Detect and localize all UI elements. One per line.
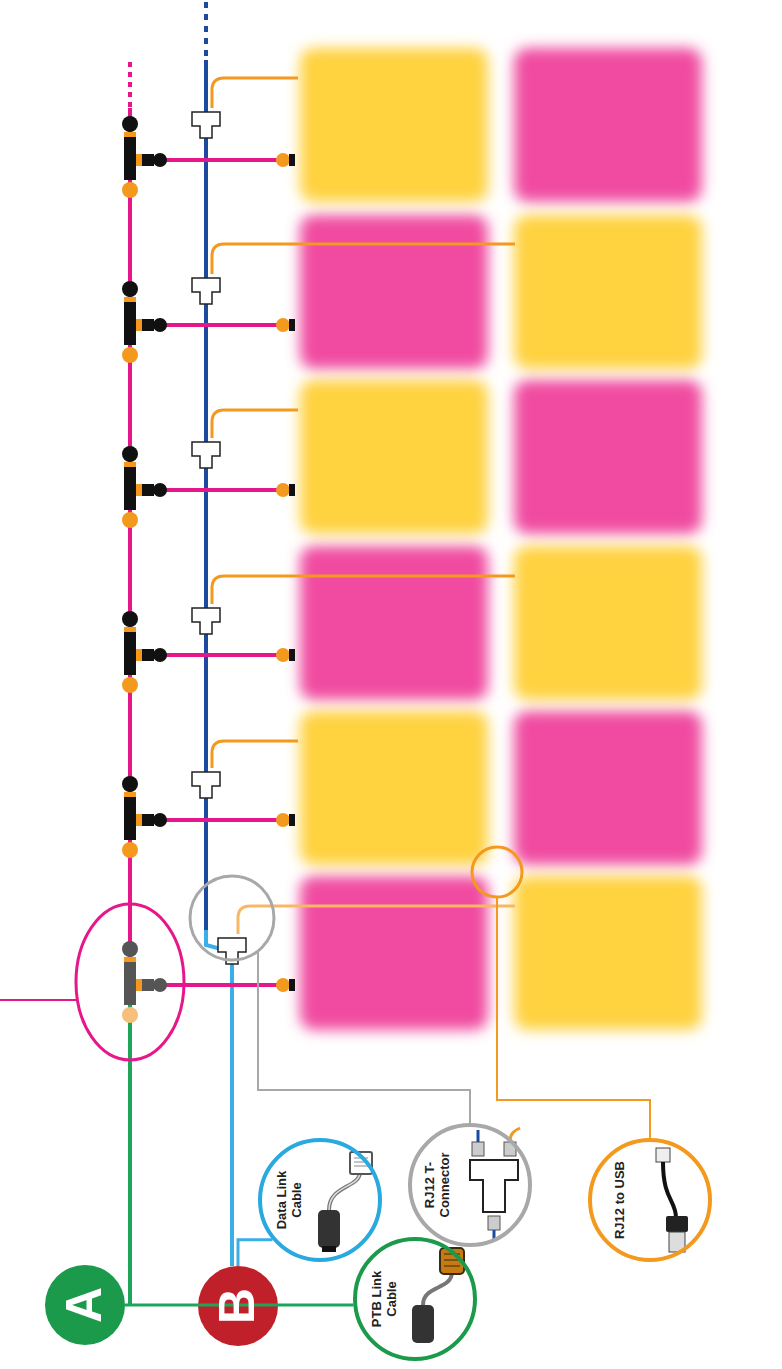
badge-letter: B — [209, 1276, 267, 1336]
callout-fill — [258, 1138, 382, 1262]
highlight-ring — [472, 847, 522, 897]
callout-fill — [353, 1237, 477, 1361]
callout-circle: Data Link Cable — [258, 1138, 382, 1262]
power-bus-continuation — [128, 62, 132, 108]
data-link-cable-icon — [318, 1152, 372, 1252]
callout-circle: RJ12 to USB — [588, 1138, 712, 1262]
highlight-ring — [76, 904, 184, 1060]
rj12-t-connector-icon — [470, 1128, 520, 1240]
callout-label: Data Link Cable — [275, 1158, 305, 1242]
badge-fill — [198, 1266, 278, 1346]
highlight-ring — [190, 876, 274, 960]
data-bus — [204, 60, 208, 930]
badge-circle: A — [45, 1265, 125, 1345]
badge-letter: A — [56, 1275, 114, 1335]
leader-connector — [238, 1240, 272, 1266]
data-bus-continuation — [204, 2, 208, 60]
ptb-link-cable-icon — [412, 1248, 464, 1343]
rj12-usb-cable-icon — [656, 1148, 688, 1252]
connector-rows — [122, 78, 515, 1023]
data-link-line — [206, 930, 232, 1266]
callout-fill — [408, 1123, 532, 1247]
leader-line — [258, 951, 470, 1123]
callout-circle: PTB Link Cable — [353, 1237, 477, 1361]
callout-label: PTB Link Cable — [370, 1257, 400, 1341]
leader-line — [497, 897, 650, 1138]
callout-fill — [588, 1138, 712, 1262]
badge-circle: B — [198, 1266, 278, 1346]
leader-line — [0, 999, 76, 1001]
callout-label: RJ12 to USB — [613, 1158, 628, 1242]
badge-fill — [45, 1265, 125, 1345]
ptb-link-line — [128, 1000, 132, 1305]
callout-circle: RJ12 T-Connector — [408, 1123, 532, 1247]
callout-label: RJ12 T-Connector — [423, 1143, 453, 1227]
light-panels — [300, 48, 702, 1030]
power-bus — [128, 108, 132, 1000]
